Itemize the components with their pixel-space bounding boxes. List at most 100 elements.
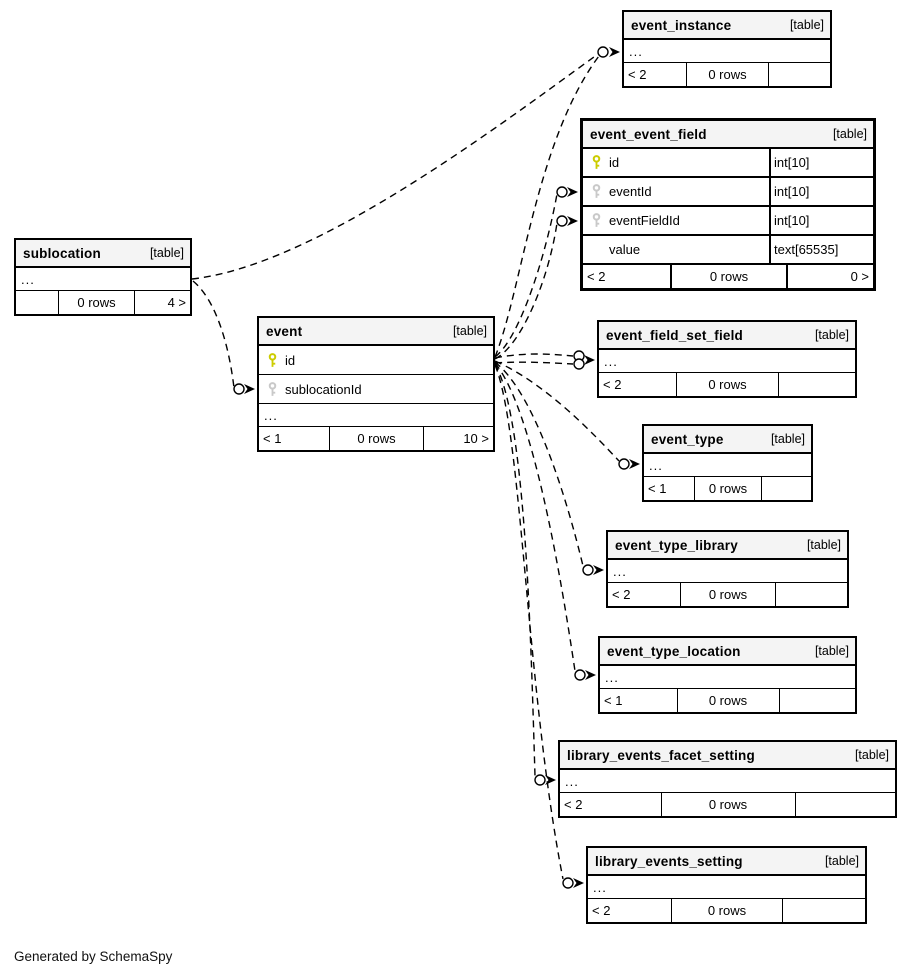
parent-count: < 1 [648,481,667,496]
parent-count: < 2 [612,587,631,602]
table-tag: [table] [789,18,824,32]
row-count: 0 rows [670,265,786,288]
crowfoot-arrow [534,774,556,786]
fk-line [494,55,600,358]
fk-line [494,360,620,462]
fk-line [494,361,574,365]
column-row-ellipsis[interactable]: ... [599,350,855,373]
table-library-events-facet-setting[interactable]: library_events_facet_setting [table] ...… [558,740,897,818]
row-count: 0 rows [660,793,795,816]
column-row-ellipsis[interactable]: ... [259,404,493,427]
table-name[interactable]: event [266,323,303,339]
column-row-id[interactable]: id int[10] [583,149,873,178]
column-row-id[interactable]: id [259,346,493,375]
table-event-type[interactable]: event_type [table] ... < 1 0 rows [642,424,813,502]
row-count: 0 rows [675,373,778,396]
crowfoot-arrow [597,46,620,58]
table-tag: [table] [824,854,859,868]
table-tag: [table] [452,324,487,338]
fk-line [494,222,558,360]
child-count [781,899,865,922]
table-event-type-location[interactable]: event_type_location [table] ... < 1 0 ro… [598,636,857,714]
fk-line [494,364,564,880]
row-count: 0 rows [676,689,779,712]
primary-key-icon [590,155,602,170]
column-name: id [285,352,296,368]
table-tag: [table] [832,127,867,141]
column-type: int[10] [769,178,873,205]
fk-line [494,363,536,777]
parent-count: < 1 [263,431,282,446]
crowfoot-arrow [556,186,578,198]
table-header[interactable]: library_events_setting [table] [588,848,865,876]
column-row-sublocationId[interactable]: sublocationId [259,375,493,404]
child-count [778,689,856,712]
table-sublocation[interactable]: sublocation [table] ... 0 rows 4 > [14,238,192,316]
table-name[interactable]: event_type_location [607,643,741,659]
table-footer: < 1 0 rows [600,689,855,712]
column-type: int[10] [769,207,873,234]
primary-key-icon [266,352,278,368]
table-header[interactable]: event_field_set_field [table] [599,322,855,350]
table-event-event-field[interactable]: event_event_field [table] id int[10] eve… [580,118,876,291]
table-footer: < 2 0 rows [608,583,847,606]
table-tag: [table] [814,644,849,658]
child-count: 4 > [134,291,190,314]
table-name[interactable]: library_events_setting [595,853,743,869]
column-row-ellipsis[interactable]: ... [644,454,811,477]
column-name: eventId [609,184,652,199]
column-row-ellipsis[interactable]: ... [600,666,855,689]
column-row-ellipsis[interactable]: ... [16,268,190,291]
table-name[interactable]: event_event_field [590,126,707,142]
parent-count: < 2 [603,377,622,392]
column-row-ellipsis[interactable]: ... [624,40,830,63]
table-tag: [table] [806,538,841,552]
fk-line [494,361,584,567]
fk-line [191,53,599,280]
table-header[interactable]: event_type_library [table] [608,532,847,560]
table-event[interactable]: event [table] id sublocationId ... < 1 0… [257,316,495,452]
child-count: 10 > [422,427,493,450]
column-row-ellipsis[interactable]: ... [608,560,847,583]
column-name: eventFieldId [609,213,680,228]
table-footer: 0 rows 4 > [16,291,190,314]
parent-count: < 2 [564,797,583,812]
table-event-type-library[interactable]: event_type_library [table] ... < 2 0 row… [606,530,849,608]
column-row-eventId[interactable]: eventId int[10] [583,178,873,207]
row-count: 0 rows [685,63,768,86]
table-tag: [table] [770,432,805,446]
table-header[interactable]: library_events_facet_setting [table] [560,742,895,770]
column-row-value[interactable]: value text[65535] [583,236,873,265]
column-row-ellipsis[interactable]: ... [588,876,865,899]
column-row-eventFieldId[interactable]: eventFieldId int[10] [583,207,873,236]
child-count [768,63,830,86]
table-name[interactable]: event_field_set_field [606,327,744,343]
table-header[interactable]: event [table] [259,318,493,346]
table-header[interactable]: sublocation [table] [16,240,190,268]
table-name[interactable]: event_instance [631,17,732,33]
table-footer: < 2 0 rows [624,63,830,86]
table-name[interactable]: sublocation [23,245,101,261]
row-count: 0 rows [329,427,423,450]
generated-by-text: Generated by SchemaSpy [14,949,173,964]
parent-count: < 2 [628,67,647,82]
foreign-key-icon [590,184,602,199]
table-library-events-setting[interactable]: library_events_setting [table] ... < 2 0… [586,846,867,924]
table-name[interactable]: library_events_facet_setting [567,747,755,763]
child-count [778,373,855,396]
table-event-instance[interactable]: event_instance [table] ... < 2 0 rows [622,10,832,88]
table-header[interactable]: event_type [table] [644,426,811,454]
table-header[interactable]: event_instance [table] [624,12,830,40]
crowfoot-arrow [562,877,584,889]
crowfoot-arrow [233,383,255,395]
table-tag: [table] [814,328,849,342]
table-name[interactable]: event_type_library [615,537,738,553]
parent-count [16,291,58,314]
crowfoot-arrow [574,669,596,681]
column-row-ellipsis[interactable]: ... [560,770,895,793]
parent-count: < 2 [587,269,606,284]
table-event-field-set-field[interactable]: event_field_set_field [table] ... < 2 0 … [597,320,857,398]
table-header[interactable]: event_event_field [table] [583,121,873,149]
table-header[interactable]: event_type_location [table] [600,638,855,666]
table-name[interactable]: event_type [651,431,724,447]
